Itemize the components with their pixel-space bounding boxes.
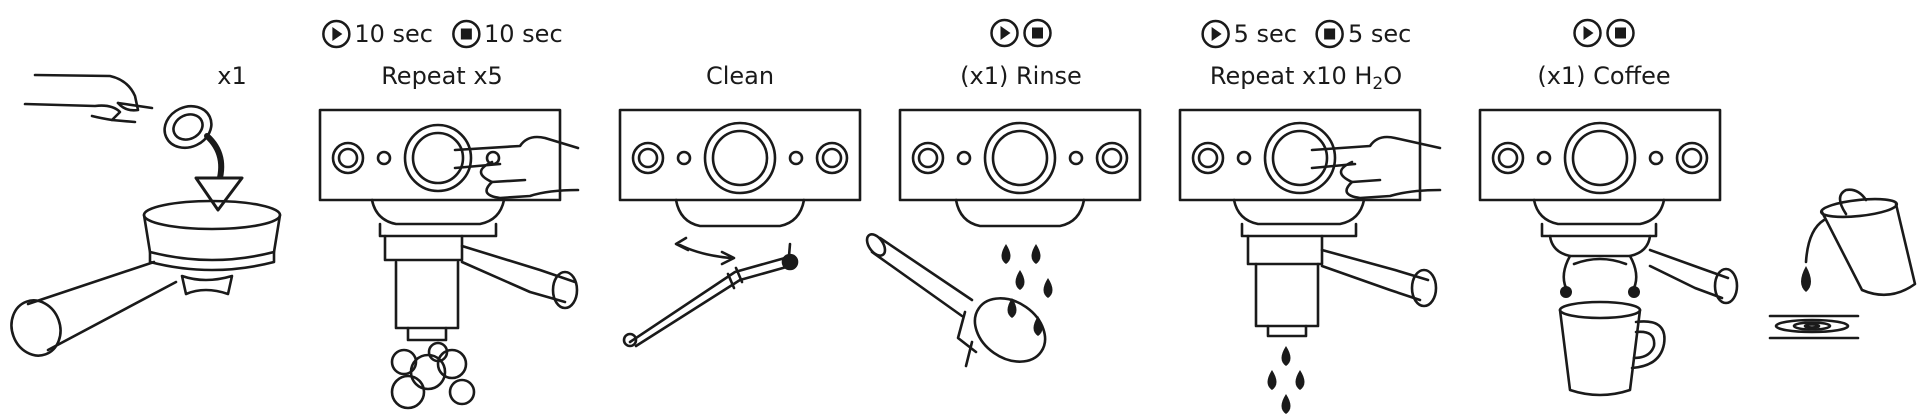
step5-play-time: 5 sec bbox=[1233, 20, 1297, 48]
play-circle-icon bbox=[322, 19, 351, 49]
step3-label: Clean bbox=[705, 62, 775, 90]
step2-stop-time: 10 sec bbox=[484, 20, 563, 48]
step3-illustration bbox=[618, 108, 862, 348]
step6-controls bbox=[1573, 18, 1636, 48]
step5-controls: 5 sec 5 sec bbox=[1201, 18, 1412, 50]
drops bbox=[1001, 244, 1811, 414]
step6-label: (x1) Coffee bbox=[1537, 62, 1671, 90]
step5-illustration bbox=[1178, 108, 1442, 338]
step5-stop-time: 5 sec bbox=[1348, 20, 1412, 48]
step1-illustration bbox=[10, 73, 282, 357]
stop-circle-icon bbox=[1023, 18, 1052, 48]
step1-label: x1 bbox=[217, 62, 247, 90]
step2-illustration bbox=[318, 108, 580, 410]
step6-illustration bbox=[1478, 108, 1739, 397]
step5-label: Repeat x10 H2O bbox=[1209, 62, 1403, 94]
step4-illustration bbox=[865, 108, 1142, 368]
stop-circle-icon bbox=[1315, 19, 1345, 49]
stop-circle-icon bbox=[451, 19, 481, 49]
stop-circle-icon bbox=[1606, 18, 1635, 48]
step4-controls bbox=[990, 18, 1053, 48]
step4-label: (x1) Rinse bbox=[960, 62, 1082, 90]
step2-play-time: 10 sec bbox=[354, 20, 433, 48]
step2-controls: 10 sec 10 sec bbox=[321, 18, 563, 50]
step2-label: Repeat x5 bbox=[381, 62, 503, 90]
play-circle-icon bbox=[1201, 19, 1230, 49]
play-circle-icon bbox=[990, 18, 1019, 48]
play-circle-icon bbox=[1573, 18, 1602, 48]
step7-illustration bbox=[1768, 188, 1917, 340]
